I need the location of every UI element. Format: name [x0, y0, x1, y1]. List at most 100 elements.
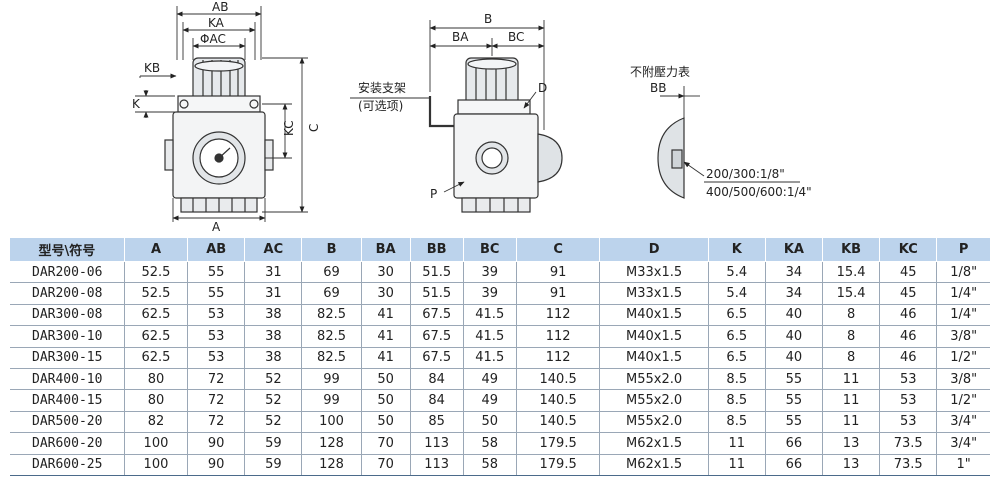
no-gauge-label: 不附壓力表: [630, 65, 690, 79]
cell-value: 72: [187, 389, 246, 412]
cell-value: 66: [765, 432, 824, 455]
cell-value: 80: [124, 368, 189, 391]
cell-value: 41.5: [463, 325, 517, 348]
cell-value: 46: [879, 304, 938, 327]
cell-value: 1/2": [936, 347, 990, 369]
cell-value: 51.5: [410, 282, 464, 305]
cell-value: 80: [124, 389, 189, 412]
cell-value: 67.5: [410, 304, 464, 327]
header-KA: KA: [765, 238, 824, 262]
cell-value: 41: [361, 347, 411, 369]
cell-value: M55x2.0: [599, 411, 709, 434]
cell-value: 40: [765, 304, 824, 327]
header-model: 型号\符号: [10, 238, 125, 262]
dim-phi-AC: ΦAC: [200, 32, 226, 46]
spec-table: 型号\符号 A AB AC B BA BB BC C D K KA KB KC …: [10, 238, 990, 476]
cell-value: 58: [463, 432, 517, 455]
cell-value: 41.5: [463, 347, 517, 369]
cell-value: 55: [765, 389, 824, 412]
cell-value: 3/8": [936, 325, 990, 348]
cell-model: DAR600-25: [10, 454, 125, 476]
cell-model: DAR300-08: [10, 304, 125, 327]
dim-BA: BA: [452, 30, 469, 44]
header-A: A: [124, 238, 189, 262]
dim-KB: KB: [144, 61, 160, 75]
cell-value: 52.5: [124, 261, 189, 284]
front-view: [164, 57, 274, 213]
dim-KA: KA: [208, 16, 225, 30]
cell-value: 53: [187, 304, 246, 327]
cell-value: 3/8": [936, 368, 990, 391]
cell-value: 69: [301, 261, 362, 284]
cell-value: 5.4: [708, 261, 766, 284]
header-AC: AC: [244, 238, 303, 262]
cell-value: 55: [765, 368, 824, 391]
cell-value: 179.5: [516, 454, 601, 476]
cell-value: 50: [361, 411, 411, 434]
cell-value: 112: [516, 347, 601, 369]
cell-value: 91: [516, 261, 601, 284]
cell-value: 100: [124, 432, 189, 455]
cell-value: 1/4": [936, 282, 990, 305]
cell-value: 34: [765, 282, 824, 305]
cell-value: M55x2.0: [599, 368, 709, 391]
cell-value: 53: [879, 411, 938, 434]
cell-value: 1/2": [936, 389, 990, 412]
cell-value: M62x1.5: [599, 432, 709, 455]
cell-value: 52.5: [124, 282, 189, 305]
cell-value: 13: [822, 432, 881, 455]
cell-value: 45: [879, 261, 938, 284]
cell-value: 72: [187, 368, 246, 391]
port-size-small: 200/300:1/8": [706, 167, 785, 181]
cell-value: 38: [244, 304, 303, 327]
cell-value: 55: [187, 261, 246, 284]
cell-value: 46: [879, 325, 938, 348]
cell-value: 66: [765, 454, 824, 476]
technical-drawing: AB KA ΦAC KB K A KC C: [0, 0, 1000, 232]
cell-value: 50: [361, 368, 411, 391]
cell-value: 82.5: [301, 347, 362, 369]
cell-value: 1/4": [936, 304, 990, 327]
dim-P: P: [430, 187, 437, 201]
cell-model: DAR200-06: [10, 261, 125, 284]
header-BB: BB: [410, 238, 464, 262]
cell-value: 15.4: [822, 261, 881, 284]
port-size-large: 400/500/600:1/4": [706, 185, 812, 199]
cell-value: 90: [187, 454, 246, 476]
cell-value: 53: [187, 325, 246, 348]
cell-value: 41.5: [463, 304, 517, 327]
cell-value: 140.5: [516, 411, 601, 434]
cell-value: M33x1.5: [599, 261, 709, 284]
bracket-optional-label: (可选项): [358, 99, 403, 113]
cell-value: 70: [361, 454, 411, 476]
cell-value: 82: [124, 411, 189, 434]
cell-value: 62.5: [124, 325, 189, 348]
cell-value: 99: [301, 389, 362, 412]
no-gauge-labels: 不附壓力表 BB 200/300:1/8" 400/500/600:1/4": [630, 65, 812, 199]
side-dimensions: [350, 20, 545, 193]
cell-value: 73.5: [879, 432, 938, 455]
cell-value: 53: [187, 347, 246, 369]
cell-value: 58: [463, 454, 517, 476]
cell-value: 62.5: [124, 347, 189, 369]
cell-value: 3/4": [936, 411, 990, 434]
cell-value: 46: [879, 347, 938, 369]
cell-value: 112: [516, 325, 601, 348]
cell-value: 1/8": [936, 261, 990, 284]
cell-value: 41: [361, 325, 411, 348]
cell-value: 11: [708, 454, 766, 476]
cell-value: 128: [301, 432, 362, 455]
cell-value: 128: [301, 454, 362, 476]
cell-model: DAR400-10: [10, 368, 125, 391]
front-dimensions: [135, 6, 308, 222]
header-KC: KC: [879, 238, 938, 262]
cell-value: 179.5: [516, 432, 601, 455]
cell-value: 1": [936, 454, 990, 476]
cell-value: 55: [765, 411, 824, 434]
cell-value: 38: [244, 347, 303, 369]
cell-model: DAR600-20: [10, 432, 125, 455]
